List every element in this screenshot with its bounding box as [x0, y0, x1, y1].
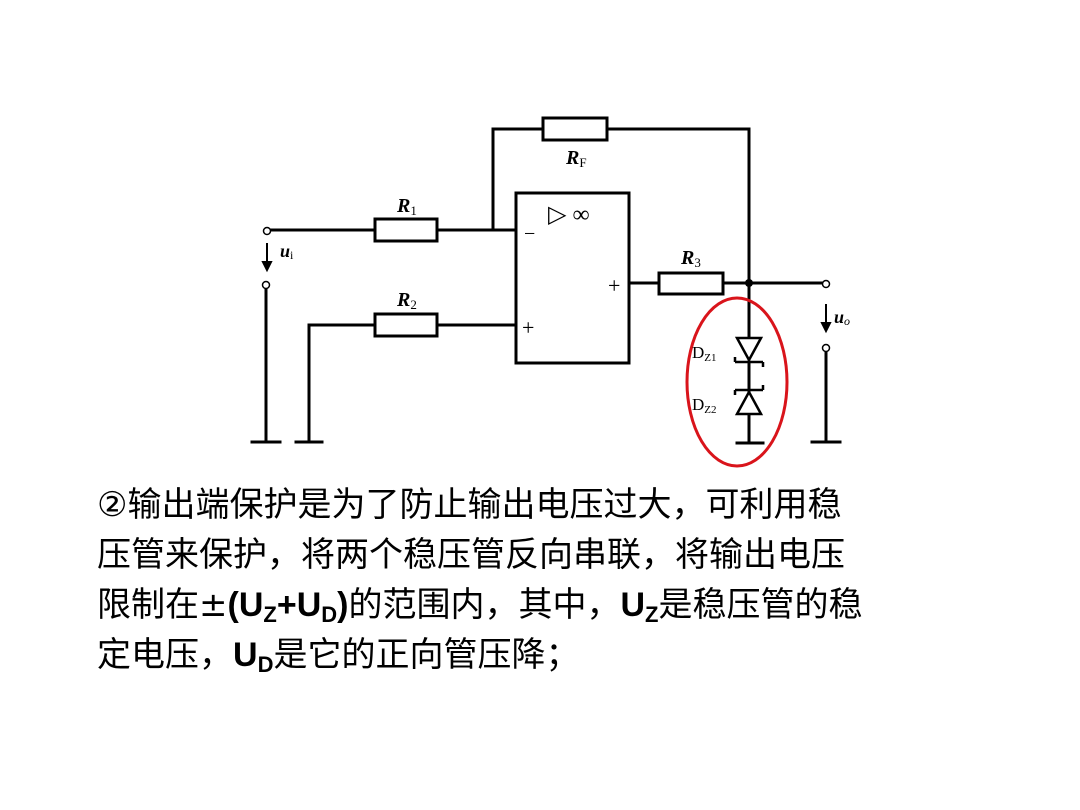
- feedback-wire: [491, 127, 751, 285]
- resistor-r3: [657, 271, 725, 296]
- junction-dot: [745, 279, 753, 287]
- caption-line-2: 压管来保护，将两个稳压管反向串联，将输出电压: [97, 535, 845, 575]
- label-r1: R1: [396, 195, 417, 218]
- opamp-symbol: ▷ ∞: [548, 202, 590, 228]
- caption-line-1: ②输出端保护是为了防止输出电压过大，可利用稳: [97, 485, 842, 525]
- label-uo: uo: [834, 307, 850, 328]
- resistor-r2: [373, 312, 439, 338]
- zener-dz2: [734, 389, 764, 416]
- terminal-ui-bottom: [261, 280, 271, 290]
- opamp-plus-out-label: +: [608, 273, 620, 298]
- label-r2: R2: [396, 289, 417, 312]
- resistor-rf: [541, 116, 609, 142]
- label-ui: ui: [280, 241, 294, 262]
- terminal-uo-top: [821, 279, 831, 289]
- caption-line-3: 限制在±(UZ+UD)的范围内，其中，UZ是稳压管的稳: [97, 585, 863, 627]
- zener-dz1: [734, 336, 764, 363]
- circuit-diagram: ▷ ∞ − + + RF R1 R2 R3 ui uo DZ1 DZ2: [250, 116, 850, 468]
- resistor-r1: [373, 217, 439, 243]
- label-rf: RF: [565, 147, 587, 170]
- label-r3: R3: [680, 247, 701, 270]
- caption-text: ②输出端保护是为了防止输出电压过大，可利用稳 压管来保护，将两个稳压管反向串联，…: [97, 480, 1067, 680]
- label-dz2: DZ2: [692, 395, 717, 416]
- input-wire-r2: [307, 323, 518, 444]
- opamp-minus-label: −: [524, 223, 535, 245]
- highlight-ellipse: [685, 296, 789, 468]
- opamp-plus-in-label: +: [522, 315, 534, 340]
- caption-line-4: 定电压，UD是它的正向管压降；: [97, 635, 580, 677]
- opamp-box: [514, 191, 631, 365]
- label-dz1: DZ1: [692, 343, 717, 364]
- terminal-ui-top: [262, 226, 272, 236]
- terminal-uo-bottom: [821, 343, 831, 353]
